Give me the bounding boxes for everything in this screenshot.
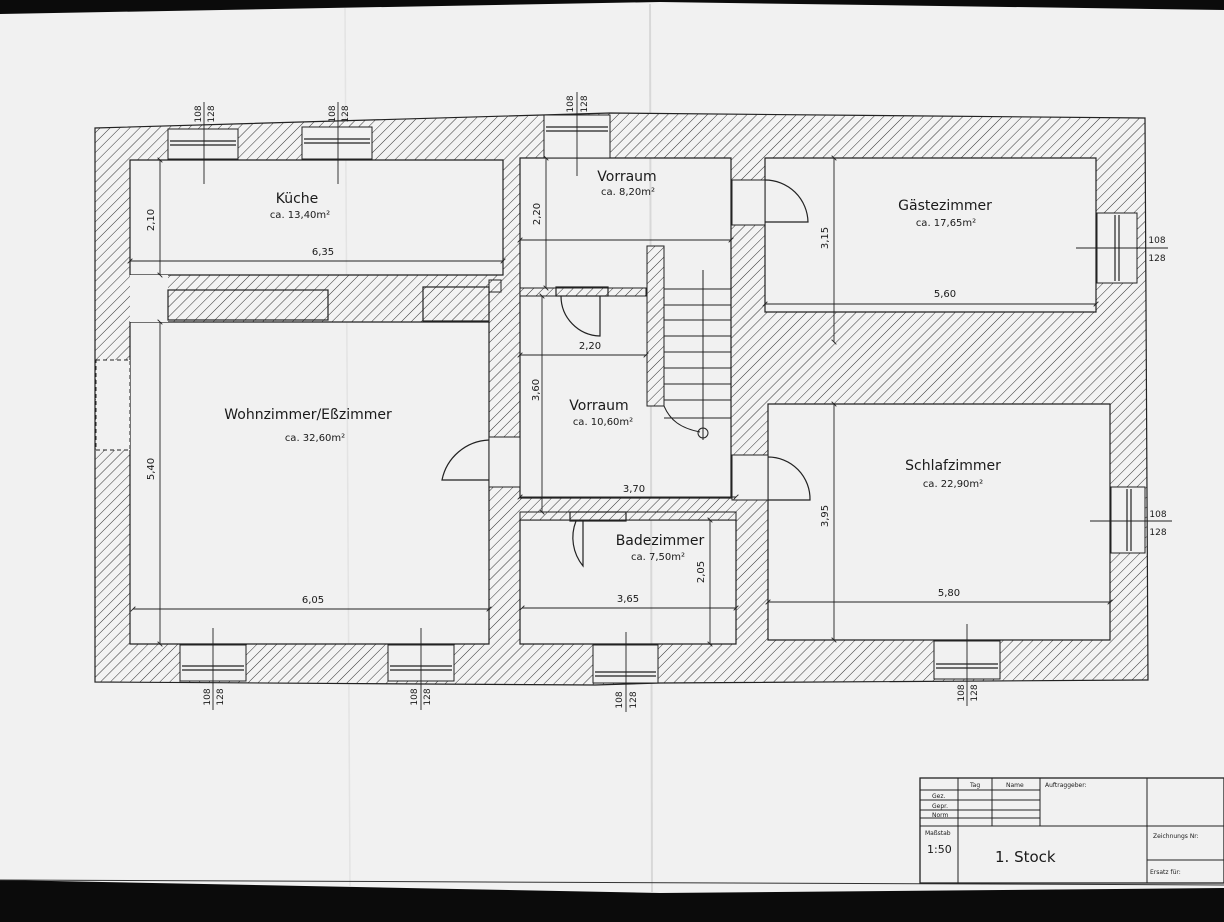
window-markers <box>203 92 1172 712</box>
svg-text:1:50: 1:50 <box>927 843 952 856</box>
room-label-schlafzimmer: Schlafzimmer ca. 22,90m² <box>905 458 1001 490</box>
svg-text:128: 128 <box>207 105 217 122</box>
svg-text:Name: Name <box>1006 782 1024 789</box>
svg-text:Badezimmer: Badezimmer <box>616 533 705 549</box>
svg-text:6,05: 6,05 <box>302 595 324 606</box>
svg-text:128: 128 <box>1148 254 1165 264</box>
svg-text:3,65: 3,65 <box>617 594 639 605</box>
svg-text:2,10: 2,10 <box>146 209 157 231</box>
svg-text:Zeichnungs Nr:: Zeichnungs Nr: <box>1153 833 1199 840</box>
svg-text:6,35: 6,35 <box>312 247 334 258</box>
svg-text:128: 128 <box>970 684 980 701</box>
dimension-labels: 6,35 2,10 6,05 5,40 2,20 2,20 3,60 3,70 … <box>146 203 960 606</box>
svg-text:Küche: Küche <box>276 191 319 207</box>
svg-text:108: 108 <box>410 688 420 705</box>
svg-text:128: 128 <box>341 105 351 122</box>
svg-text:2,20: 2,20 <box>532 203 543 225</box>
svg-text:2,05: 2,05 <box>696 561 707 583</box>
svg-text:1. Stock: 1. Stock <box>995 848 1056 866</box>
svg-text:ca. 17,65m²: ca. 17,65m² <box>916 218 976 229</box>
svg-text:108: 108 <box>957 684 967 701</box>
svg-text:ca. 7,50m²: ca. 7,50m² <box>631 552 685 563</box>
svg-text:108: 108 <box>203 688 213 705</box>
svg-text:128: 128 <box>216 688 226 705</box>
window-height-labels: 108 128 108 128 108 128 108 128 108 128 … <box>194 95 1167 708</box>
svg-text:108: 108 <box>615 691 625 708</box>
svg-text:ca. 13,40m²: ca. 13,40m² <box>270 210 330 221</box>
svg-text:3,15: 3,15 <box>820 227 831 249</box>
svg-text:Vorraum: Vorraum <box>597 169 656 185</box>
svg-text:Auftraggeber:: Auftraggeber: <box>1045 782 1087 789</box>
svg-text:ca. 32,60m²: ca. 32,60m² <box>285 433 345 444</box>
svg-text:2,20: 2,20 <box>579 341 601 352</box>
svg-text:Gepr.: Gepr. <box>932 803 948 810</box>
svg-text:Gästezimmer: Gästezimmer <box>898 198 992 214</box>
svg-text:Wohnzimmer/Eßzimmer: Wohnzimmer/Eßzimmer <box>224 407 392 423</box>
staircase <box>663 270 731 440</box>
doors <box>441 179 811 568</box>
svg-text:5,60: 5,60 <box>934 289 956 300</box>
svg-text:Norm: Norm <box>932 812 949 819</box>
room-label-kueche: Küche ca. 13,40m² <box>270 191 330 221</box>
room-label-vorraum-mid: Vorraum ca. 10,60m² <box>569 398 633 428</box>
svg-text:108: 108 <box>328 105 338 122</box>
svg-text:ca. 22,90m²: ca. 22,90m² <box>923 479 983 490</box>
svg-text:Ersatz für:: Ersatz für: <box>1150 869 1181 876</box>
svg-text:Schlafzimmer: Schlafzimmer <box>905 458 1001 474</box>
svg-text:3,60: 3,60 <box>531 379 542 401</box>
svg-text:3,70: 3,70 <box>623 484 645 495</box>
svg-text:108: 108 <box>194 105 204 122</box>
svg-text:128: 128 <box>1149 528 1166 538</box>
room-label-gaestezimmer: Gästezimmer ca. 17,65m² <box>898 198 992 229</box>
svg-text:108: 108 <box>566 95 576 112</box>
svg-text:108: 108 <box>1148 236 1165 246</box>
svg-text:128: 128 <box>423 688 433 705</box>
svg-text:Vorraum: Vorraum <box>569 398 628 414</box>
svg-text:ca. 10,60m²: ca. 10,60m² <box>573 417 633 428</box>
svg-text:Gez.: Gez. <box>932 793 945 800</box>
svg-text:ca. 8,20m²: ca. 8,20m² <box>601 187 655 198</box>
svg-text:Maßstab: Maßstab <box>925 830 951 837</box>
svg-text:128: 128 <box>629 691 639 708</box>
svg-text:Tag: Tag <box>969 782 980 789</box>
room-label-vorraum-top: Vorraum ca. 8,20m² <box>597 169 656 198</box>
svg-text:5,80: 5,80 <box>938 588 960 599</box>
title-block: Tag Name Auftraggeber: Gez. Gepr. Norm M… <box>919 777 1224 884</box>
svg-text:108: 108 <box>1149 510 1166 520</box>
svg-text:3,95: 3,95 <box>820 505 831 527</box>
room-label-badezimmer: Badezimmer ca. 7,50m² <box>616 533 705 563</box>
dimension-lines <box>130 158 1110 644</box>
room-label-wohnzimmer: Wohnzimmer/Eßzimmer ca. 32,60m² <box>224 407 392 444</box>
svg-text:5,40: 5,40 <box>146 458 157 480</box>
svg-text:128: 128 <box>580 95 590 112</box>
